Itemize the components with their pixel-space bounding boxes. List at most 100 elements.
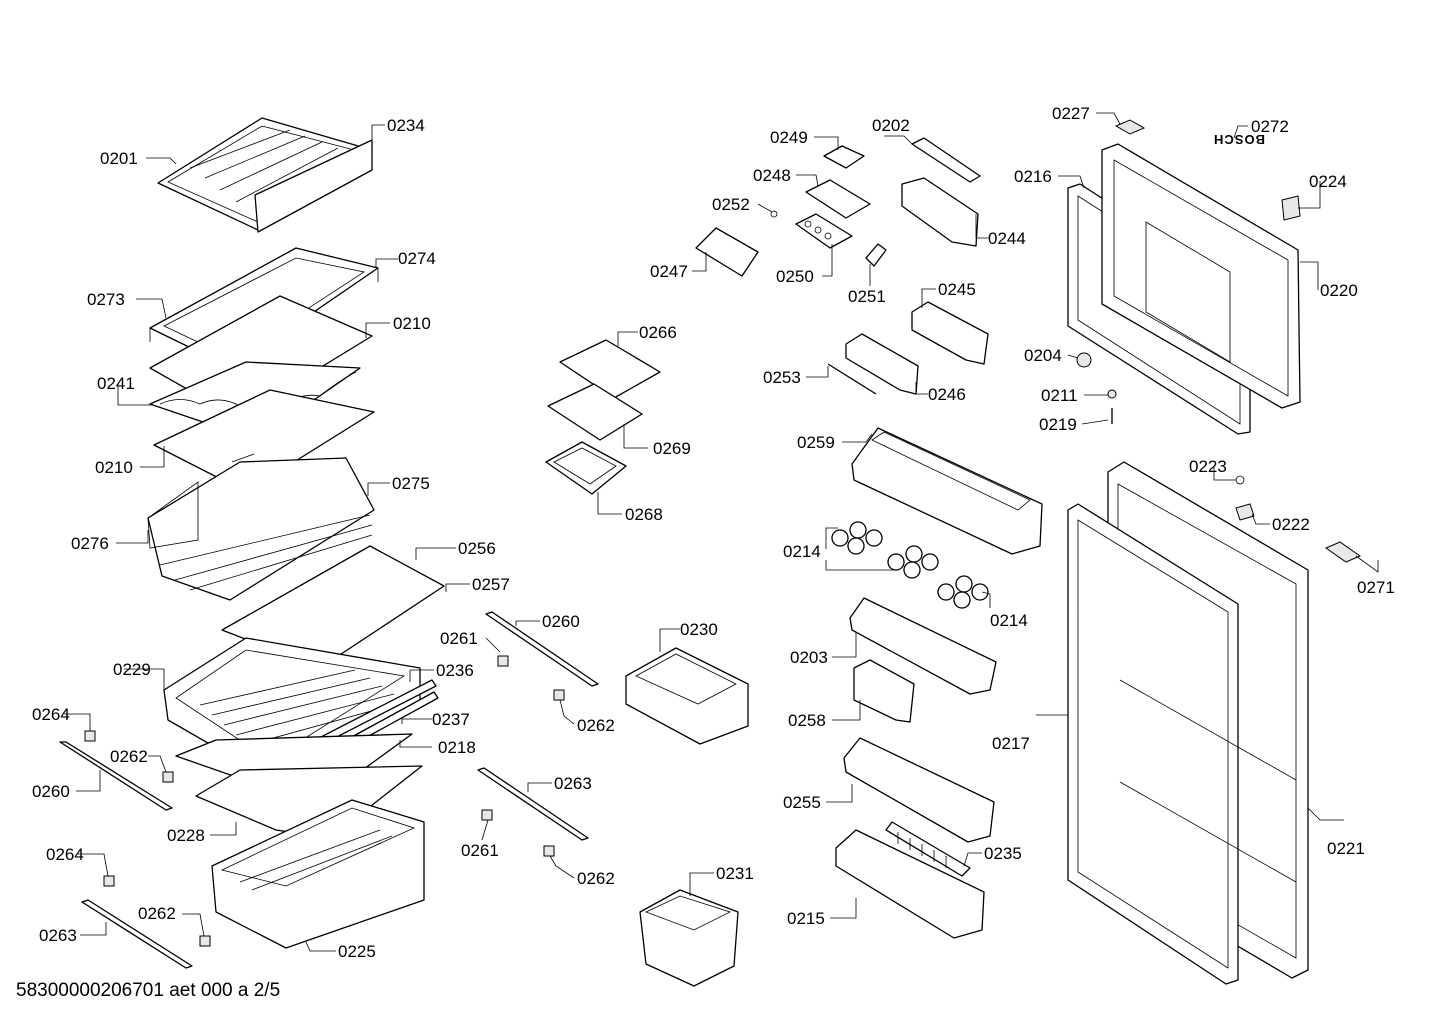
part-0261-clip-a [497,655,509,667]
part-0260-rail-a [59,741,173,811]
label-0253: 0253 [763,368,801,387]
part-0203-balcony [849,597,997,695]
label-0229: 0229 [113,660,151,679]
drawing-code: 58300000206701 aet 000 a 2/5 [16,980,281,1001]
label-0263-b: 0263 [554,774,592,793]
bosch-logo: BOSCH [1213,132,1265,147]
label-0256: 0256 [458,539,496,558]
label-0268: 0268 [625,505,663,524]
label-0273: 0273 [87,290,125,309]
part-0222-hinge [1235,503,1255,521]
label-0260-a: 0260 [32,782,70,801]
label-0241: 0241 [97,374,135,393]
part-0263-rail-b [477,767,589,841]
label-0255: 0255 [783,793,821,812]
part-0225-drawer [211,799,425,949]
part-0223-bush [1235,475,1245,485]
label-0217: 0217 [992,734,1030,753]
part-labels: 0201 0234 0274 0273 0210 0241 0210 0275 … [32,104,1395,961]
label-0261-b: 0261 [461,841,499,860]
part-0264-clip-a [84,730,96,742]
part-0214-egg-holder-c [937,575,989,609]
label-0276: 0276 [71,534,109,553]
part-0235-divider [885,821,971,877]
part-0231-cup [639,889,739,987]
part-0204-hinge [1076,352,1092,368]
part-0202-rail [911,137,981,183]
label-0215: 0215 [787,909,825,928]
label-0202: 0202 [872,116,910,135]
part-0262-clip-a [162,771,174,783]
label-0227: 0227 [1052,104,1090,123]
part-0269-glass [547,383,643,441]
label-0236: 0236 [436,661,474,680]
part-0215-balcony [835,829,985,939]
label-0234: 0234 [387,116,425,135]
part-0261-clip-b [481,809,493,821]
label-0235: 0235 [984,844,1022,863]
part-0248-holder [805,179,871,219]
part-0264-clip-b [103,875,115,887]
label-0219: 0219 [1039,415,1077,434]
part-0268-tray [545,441,627,495]
label-0237: 0237 [432,710,470,729]
label-0250: 0250 [776,267,814,286]
part-0228-glass [195,765,423,839]
label-0214-b: 0214 [990,611,1028,630]
label-0249: 0249 [770,128,808,147]
label-0264-b: 0264 [46,845,84,864]
part-0245-rack [911,301,989,365]
part-0211-bush [1107,389,1117,399]
part-0262-clip-c [553,689,565,701]
label-0261-a: 0261 [440,629,478,648]
part-0224-cap [1281,195,1301,221]
label-0262-b: 0262 [138,904,176,923]
part-0263-rail-a [81,899,193,969]
label-0257: 0257 [472,575,510,594]
label-0220: 0220 [1320,281,1358,300]
label-0222: 0222 [1272,515,1310,534]
part-0255-balcony [843,737,995,843]
part-0271-cap [1324,541,1362,563]
label-0246: 0246 [928,385,966,404]
label-0274: 0274 [398,249,436,268]
label-0216: 0216 [1014,167,1052,186]
label-0266: 0266 [639,323,677,342]
label-0251: 0251 [848,287,886,306]
part-0251-bracket [865,243,887,267]
label-0228: 0228 [167,826,205,845]
label-0224: 0224 [1309,172,1347,191]
label-0271: 0271 [1357,578,1395,597]
label-0248: 0248 [753,166,791,185]
label-0211: 0211 [1041,386,1078,405]
part-0252-pin [770,210,778,218]
part-0258-box [853,659,915,723]
label-0247: 0247 [650,262,688,281]
part-0234-rear-panel [254,139,373,233]
part-0246-rack [845,333,919,395]
label-0259: 0259 [797,433,835,452]
label-0252: 0252 [712,195,750,214]
part-0220-freezer-door [1101,143,1301,409]
part-0260-rail-b [485,611,599,687]
part-0249-cover [823,145,865,169]
label-0262-a: 0262 [110,747,148,766]
part-0214-egg-holder-b [887,545,939,579]
label-0201: 0201 [100,149,138,168]
label-0263-a: 0263 [39,926,77,945]
part-0201-shelf [157,117,373,231]
label-0221: 0221 [1327,839,1365,858]
part-0262-clip-d [543,845,555,857]
part-0276-drawer-cover [147,457,375,601]
label-0275: 0275 [392,474,430,493]
label-0225: 0225 [338,942,376,961]
label-0231: 0231 [716,864,754,883]
part-0259-balcony [851,427,1043,555]
label-0269: 0269 [653,439,691,458]
part-0217-door-gasket [1067,503,1297,985]
label-0204: 0204 [1024,346,1062,365]
label-0264-a: 0264 [32,705,70,724]
label-0210-upper: 0210 [393,314,431,333]
leader-lines [64,112,1379,952]
label-0258: 0258 [788,711,826,730]
